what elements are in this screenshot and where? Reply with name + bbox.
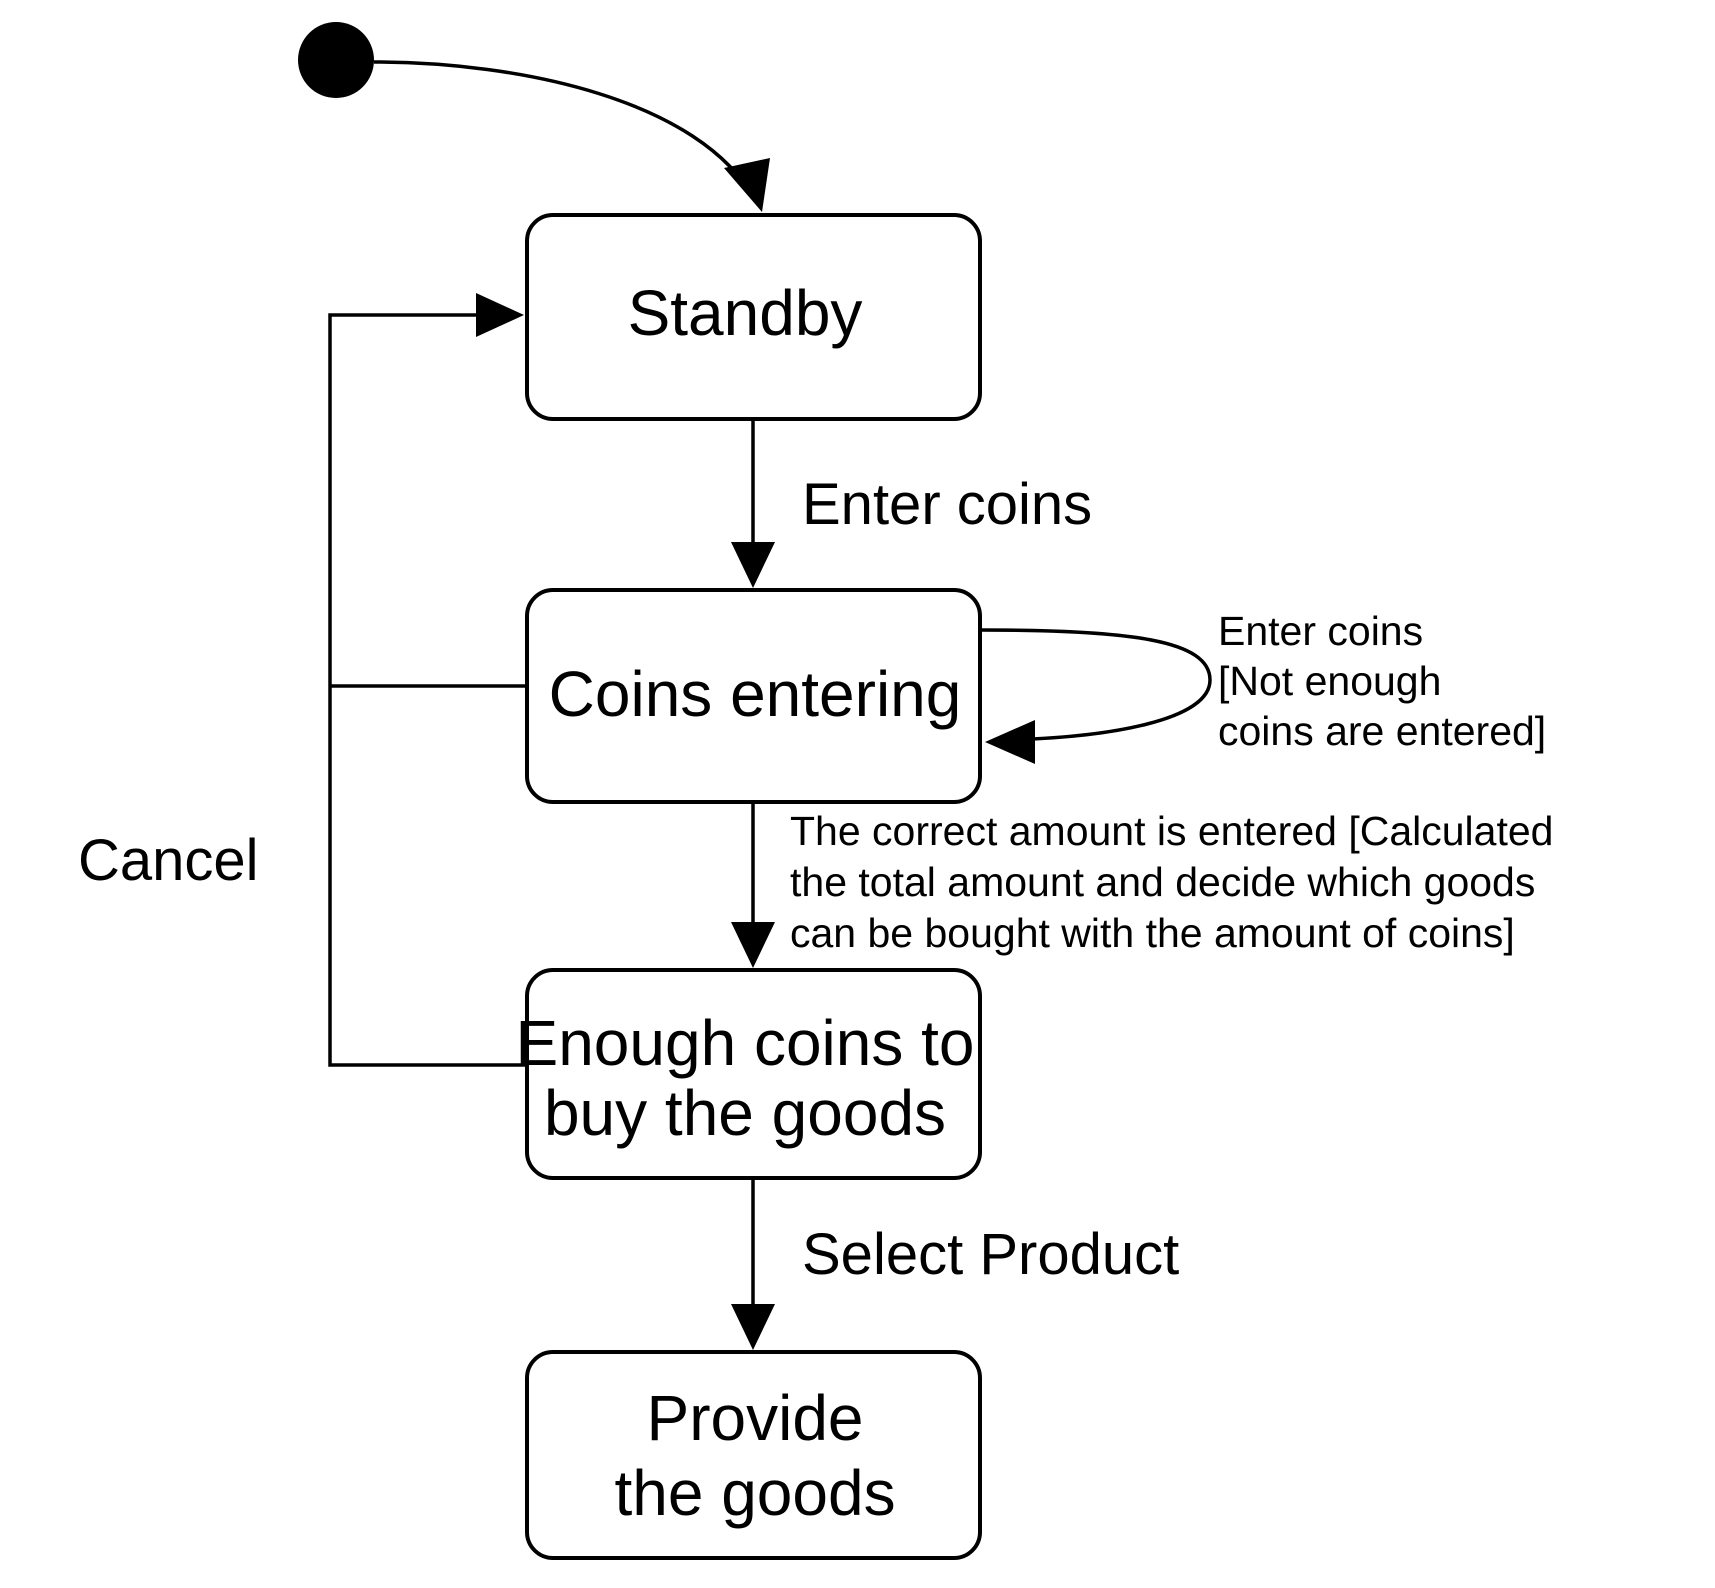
transition-correct-amount-label-line2: the total amount and decide which goods	[790, 859, 1535, 905]
state-enough-coins-label-line2: buy the goods	[544, 1077, 946, 1149]
initial-transition-arrowhead	[724, 158, 770, 212]
transition-correct-amount-arrowhead	[731, 922, 775, 968]
state-enough-coins-label-line1: Enough coins to	[516, 1007, 975, 1079]
transition-select-product-label: Select Product	[802, 1222, 1179, 1287]
transition-self-loop-label-line1: Enter coins	[1218, 608, 1423, 654]
transition-enter-coins-arrowhead	[731, 542, 775, 588]
transition-self-loop-label-line2: [Not enough	[1218, 658, 1441, 704]
transition-self-loop-arrowhead	[985, 720, 1035, 764]
initial-state	[298, 22, 374, 98]
transition-cancel-arrowhead	[476, 293, 524, 337]
initial-transition	[373, 60, 757, 201]
state-provide-goods: Provide the goods	[525, 1350, 982, 1560]
transition-select-product-arrowhead	[731, 1304, 775, 1350]
state-provide-goods-label-line2: the goods	[614, 1457, 895, 1529]
transition-correct-amount-label-line1: The correct amount is entered [Calculate…	[790, 808, 1553, 854]
transition-enter-coins-label: Enter coins	[802, 472, 1092, 537]
state-coins-entering-label: Coins entering	[549, 658, 962, 730]
state-provide-goods-label-line1: Provide	[647, 1382, 864, 1454]
state-standby-label: Standby	[628, 277, 863, 349]
state-enough-coins: Enough coins to buy the goods	[516, 968, 982, 1180]
transition-cancel-label: Cancel	[78, 828, 259, 893]
transition-self-loop	[979, 628, 1212, 742]
transition-cancel	[328, 313, 527, 1067]
state-coins-entering: Coins entering	[525, 588, 982, 804]
state-standby: Standby	[525, 213, 982, 421]
transition-correct-amount-label-line3: can be bought with the amount of coins]	[790, 910, 1515, 956]
transition-self-loop-label-line3: coins are entered]	[1218, 708, 1546, 754]
